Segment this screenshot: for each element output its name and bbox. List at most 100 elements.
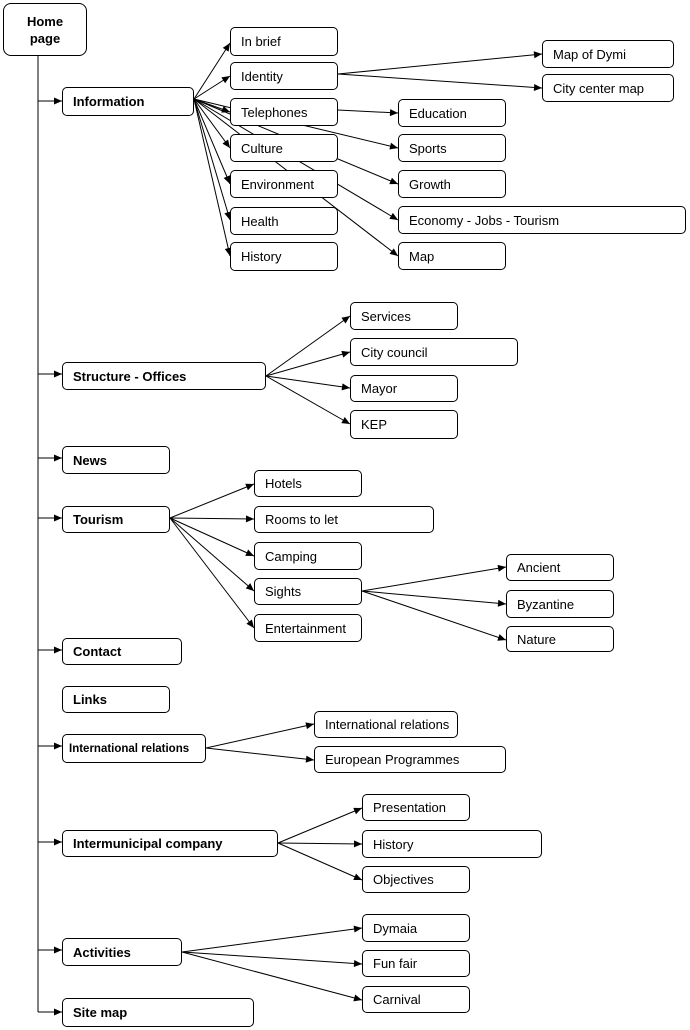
page-carnival[interactable]: Carnival	[362, 986, 470, 1013]
arrowhead	[353, 840, 362, 848]
page-ancient[interactable]: Ancient	[506, 554, 614, 581]
arrowhead	[54, 946, 62, 954]
page-nature[interactable]: Nature	[506, 626, 614, 652]
arrowhead	[54, 742, 62, 750]
page-label: City council	[361, 344, 428, 360]
arrowhead	[497, 634, 506, 641]
section-label: News	[73, 452, 107, 468]
arrowhead	[223, 175, 231, 184]
connector-line	[265, 375, 351, 389]
connector-line	[169, 517, 255, 629]
page-label: Map	[409, 248, 435, 264]
page-fun-fair[interactable]: Fun fair	[362, 950, 470, 977]
connector-line	[181, 951, 363, 1001]
page-mayor[interactable]: Mayor	[350, 375, 458, 402]
page-label: Mayor	[361, 381, 398, 396]
section-news[interactable]: News	[62, 446, 170, 474]
page-byzantine[interactable]: Byzantine	[506, 590, 614, 618]
arrowhead	[389, 142, 398, 150]
connector-line	[337, 53, 543, 75]
page-international-relations[interactable]: International relations	[314, 711, 458, 738]
arrowhead	[224, 247, 232, 256]
page-map-of-dymi[interactable]: Map of Dymi	[542, 40, 674, 68]
connector-line	[277, 842, 363, 881]
section-site-map[interactable]: Site map	[62, 998, 254, 1027]
arrowhead	[533, 83, 542, 91]
section-label: Links	[73, 692, 107, 707]
arrowhead	[497, 599, 506, 607]
page-hotels[interactable]: Hotels	[254, 470, 362, 497]
section-international-relations[interactable]: International relations	[62, 734, 206, 763]
section-intermunicipal-company[interactable]: Intermunicipal company	[62, 830, 278, 857]
page-in-brief[interactable]: In brief	[230, 27, 338, 56]
page-label: Sights	[265, 584, 302, 599]
page-label: KEP	[361, 417, 388, 432]
connector-line	[361, 590, 507, 641]
arrowhead	[54, 514, 62, 522]
page-label: Culture	[241, 140, 283, 156]
page-objectives[interactable]: Objectives	[362, 866, 470, 893]
arrowhead	[222, 43, 230, 52]
page-label: History	[241, 249, 282, 264]
page-city-council[interactable]: City council	[350, 338, 518, 366]
home-page-label: Home page	[26, 13, 64, 46]
page-label: Byzantine	[517, 596, 575, 612]
arrowhead	[54, 454, 62, 462]
page-health[interactable]: Health	[230, 207, 338, 235]
section-label: Contact	[73, 644, 122, 659]
section-label: Intermunicipal company	[73, 836, 223, 851]
page-label: Objectives	[373, 872, 434, 887]
page-growth[interactable]: Growth	[398, 170, 506, 198]
arrowhead	[245, 583, 254, 591]
page-label: Fun fair	[373, 956, 418, 971]
page-map[interactable]: Map	[398, 242, 506, 270]
connector-line	[169, 517, 255, 520]
connector-line	[205, 723, 315, 749]
arrowhead	[497, 564, 506, 572]
page-rooms-to-let[interactable]: Rooms to let	[254, 506, 434, 533]
page-culture[interactable]: Culture	[230, 134, 338, 162]
page-telephones[interactable]: Telephones	[230, 98, 338, 126]
section-tourism[interactable]: Tourism	[62, 506, 170, 533]
section-information[interactable]: Information	[62, 87, 194, 116]
section-contact[interactable]: Contact	[62, 638, 182, 665]
arrowhead	[305, 755, 314, 763]
home-page-node[interactable]: Home page	[3, 3, 87, 56]
page-entertainment[interactable]: Entertainment	[254, 614, 362, 642]
page-history-company[interactable]: History	[362, 830, 542, 858]
connector-line	[277, 842, 363, 845]
arrowhead	[54, 1008, 62, 1016]
connector-line	[193, 98, 231, 185]
page-city-center-map[interactable]: City center map	[542, 74, 674, 102]
arrowhead	[54, 646, 62, 654]
page-identity[interactable]: Identity	[230, 62, 338, 90]
connector-line	[169, 517, 255, 557]
page-label: Dymaia	[373, 920, 418, 936]
page-label: Hotels	[265, 476, 302, 491]
page-services[interactable]: Services	[350, 302, 458, 330]
connector-line	[265, 375, 351, 425]
section-activities[interactable]: Activities	[62, 938, 182, 966]
page-history[interactable]: History	[230, 242, 338, 271]
connector-line	[337, 73, 543, 89]
page-camping[interactable]: Camping	[254, 542, 362, 570]
page-sports[interactable]: Sports	[398, 134, 506, 162]
page-label: Rooms to let	[265, 512, 338, 527]
arrowhead	[353, 925, 362, 933]
page-european-programmes[interactable]: European Programmes	[314, 746, 506, 773]
page-environment[interactable]: Environment	[230, 170, 338, 198]
page-education[interactable]: Education	[398, 99, 506, 127]
arrowhead	[341, 316, 350, 324]
section-structure-offices[interactable]: Structure - Offices	[62, 362, 266, 390]
page-label: Health	[241, 213, 279, 229]
page-label: In brief	[241, 34, 281, 49]
page-label: Nature	[517, 631, 557, 647]
page-dymaia[interactable]: Dymaia	[362, 914, 470, 942]
page-economy-jobs-tourism[interactable]: Economy - Jobs - Tourism	[398, 206, 686, 234]
arrowhead	[389, 248, 398, 256]
section-links[interactable]: Links	[62, 686, 170, 713]
page-kep[interactable]: KEP	[350, 410, 458, 439]
page-presentation[interactable]: Presentation	[362, 794, 470, 821]
page-sights[interactable]: Sights	[254, 578, 362, 605]
page-label: Sports	[409, 140, 447, 156]
